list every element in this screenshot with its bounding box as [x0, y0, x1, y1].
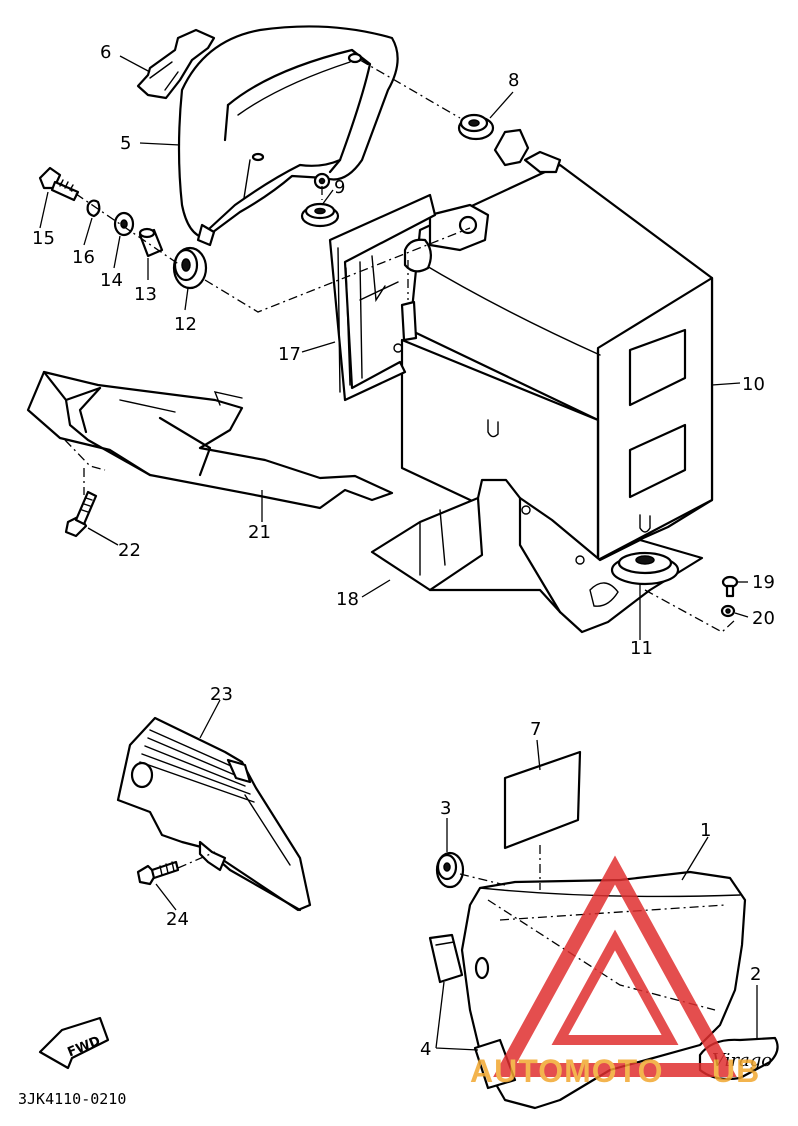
callout-22: 22	[118, 540, 141, 561]
part-23-side-cover	[116, 716, 312, 912]
callout-21: 21	[248, 522, 271, 543]
callout-3: 3	[440, 798, 451, 819]
diagram-code: 3JK4110-0210	[18, 1090, 126, 1108]
callout-8: 8	[508, 70, 519, 91]
callout-20: 20	[752, 608, 775, 629]
callout-18: 18	[336, 589, 359, 610]
callout-11: 11	[630, 638, 653, 659]
part-14-washer	[113, 211, 135, 237]
callout-10: 10	[742, 374, 765, 395]
callout-1: 1	[700, 820, 711, 841]
part-15-bolt	[38, 166, 80, 202]
callout-labels: 6 5 8 9 10 11 12 13 14 15 16 17 18 19 20…	[32, 42, 775, 1060]
part-5-cover	[177, 25, 399, 247]
part-10-battery-box	[400, 128, 714, 562]
part-16-spring-washer	[86, 199, 101, 218]
callout-2: 2	[750, 964, 761, 985]
part-22-bolt	[64, 490, 98, 538]
leader-lines	[59, 59, 736, 890]
callout-7: 7	[530, 719, 541, 740]
part-12-grommet	[172, 246, 208, 290]
callout-15: 15	[32, 228, 55, 249]
callout-12: 12	[174, 314, 197, 335]
callout-9: 9	[334, 177, 345, 198]
part-9-grommet	[300, 202, 340, 228]
callout-17: 17	[278, 344, 301, 365]
part-24-bolt	[136, 860, 180, 886]
part-1-side-cover	[460, 870, 747, 1110]
callout-23: 23	[210, 684, 233, 705]
part-13-collar	[138, 227, 164, 258]
watermark-logo: AUTOMOTO UB	[470, 855, 760, 1089]
watermark-text-right: UB	[712, 1053, 760, 1089]
part-20-washer	[720, 604, 736, 618]
callout-24: 24	[166, 909, 189, 930]
part-17-band	[328, 193, 437, 402]
part-8-grommet	[457, 113, 495, 141]
fwd-arrow: FWD	[38, 1016, 110, 1070]
callout-19: 19	[752, 572, 775, 593]
part-18-bracket	[370, 478, 704, 634]
watermark-text-left: AUTOMOTO	[470, 1053, 663, 1089]
callout-leaders	[39, 55, 758, 1051]
part-3-grommet	[435, 851, 465, 889]
part-19-screw	[721, 575, 739, 598]
callout-6: 6	[100, 42, 111, 63]
part-4-grommet-upper	[428, 933, 464, 984]
part-7-decal	[503, 750, 582, 850]
callout-16: 16	[72, 247, 95, 268]
part-6-bracket	[136, 28, 216, 100]
callout-13: 13	[134, 284, 157, 305]
part-21-guide	[26, 370, 394, 510]
callout-14: 14	[100, 270, 123, 291]
part-11-damper	[610, 551, 680, 586]
callout-4: 4	[420, 1039, 431, 1060]
callout-5: 5	[120, 133, 131, 154]
